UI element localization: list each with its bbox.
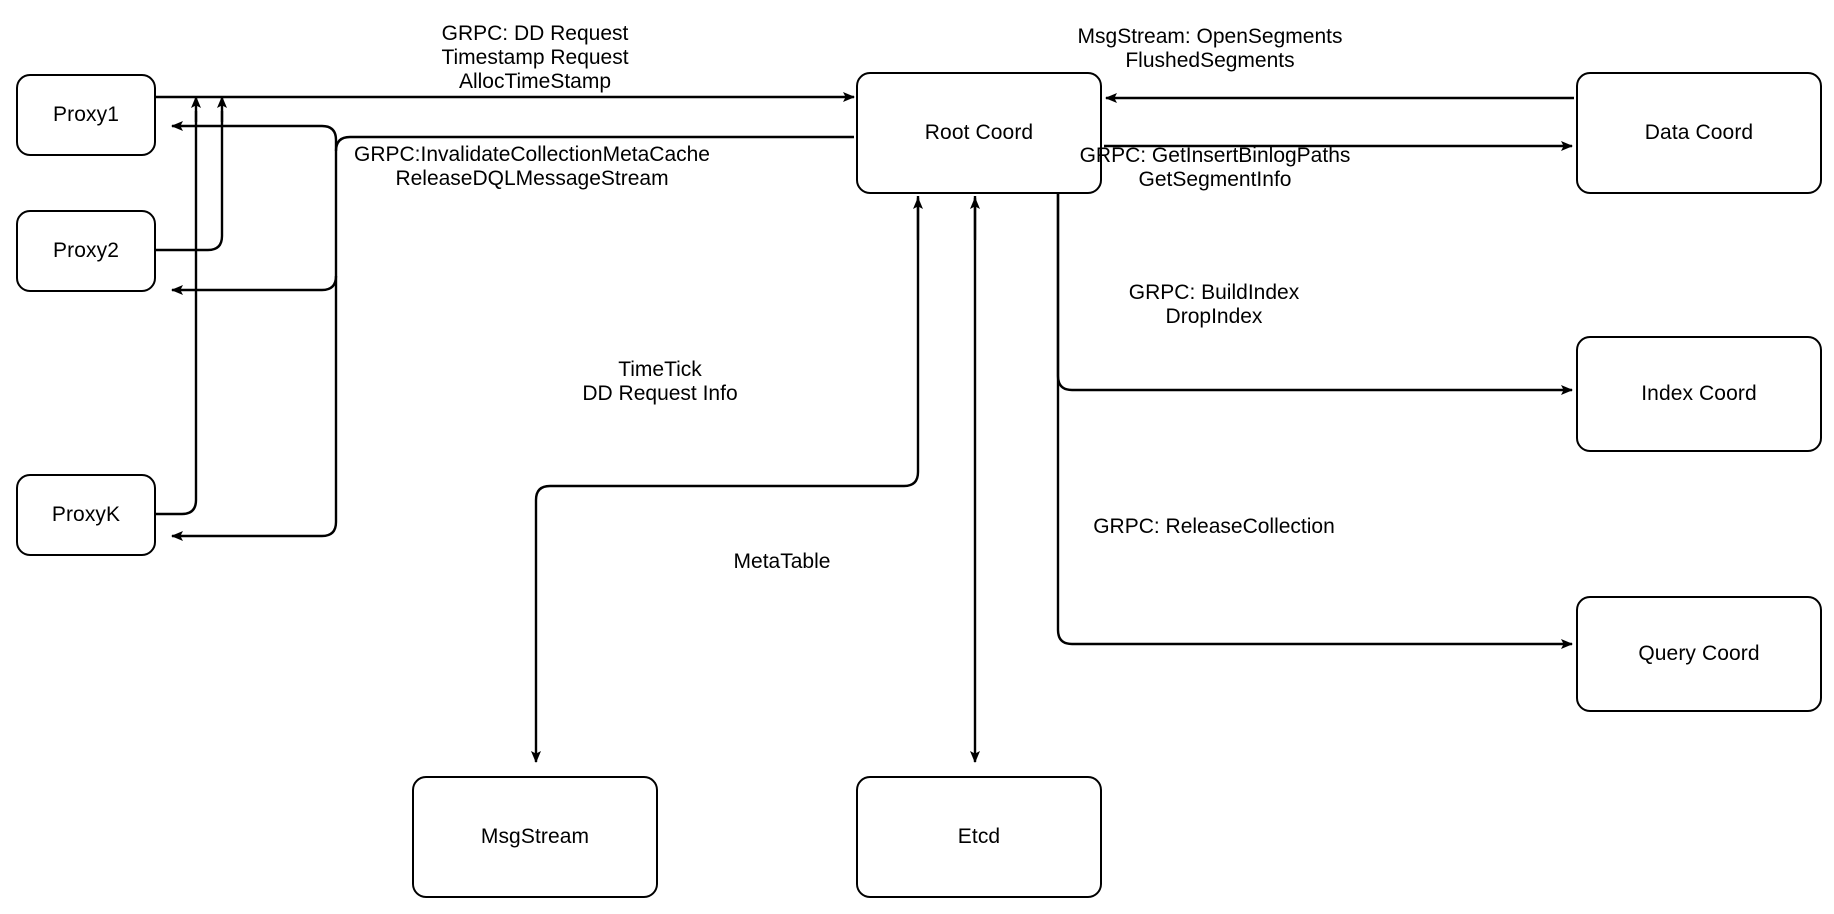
node-rootcoord[interactable]: Root Coord [856, 72, 1102, 194]
connector-rootcoord-to-proxy2 [171, 275, 338, 295]
node-indexcoord-label: Index Coord [1641, 382, 1757, 406]
node-proxy2[interactable]: Proxy2 [16, 210, 156, 292]
connector-rootcoord-to-msgstream [531, 196, 920, 763]
node-datacoord-label: Data Coord [1644, 121, 1754, 145]
node-indexcoord[interactable]: Index Coord [1576, 336, 1822, 452]
connector-proxyk-to-rootcoord [156, 111, 198, 516]
edge-label-proxy-to-rootcoord: GRPC: DD Request Timestamp Request Alloc… [441, 22, 629, 94]
edge-label-rootcoord-to-msgstream: TimeTick DD Request Info [582, 358, 738, 406]
edge-label-rootcoord-to-datacoord: GRPC: GetInsertBinlogPaths GetSegmentInf… [1079, 144, 1351, 192]
connector-proxy2-to-rootcoord [156, 111, 224, 252]
node-querycoord[interactable]: Query Coord [1576, 596, 1822, 712]
connector-rootcoord-to-proxy1 [171, 121, 338, 151]
node-datacoord[interactable]: Data Coord [1576, 72, 1822, 194]
node-etcd[interactable]: Etcd [856, 776, 1102, 898]
connector-rootcoord-to-querycoord [1056, 194, 1573, 649]
edge-label-datacoord-to-rootcoord: MsgStream: OpenSegments FlushedSegments [1077, 25, 1343, 73]
edge-label-rootcoord-to-indexcoord: GRPC: BuildIndex DropIndex [1128, 281, 1300, 329]
node-proxyk-label: ProxyK [51, 503, 121, 527]
connector-rootcoord-to-proxyk [171, 135, 854, 541]
edge-label-rootcoord-to-querycoord: GRPC: ReleaseCollection [1093, 515, 1335, 538]
edge-label-rootcoord-to-etcd: MetaTable [733, 550, 831, 573]
node-querycoord-label: Query Coord [1638, 642, 1760, 666]
node-proxyk[interactable]: ProxyK [16, 474, 156, 556]
node-etcd-label: Etcd [957, 825, 1001, 849]
node-msgstream[interactable]: MsgStream [412, 776, 658, 898]
node-proxy2-label: Proxy2 [53, 239, 119, 263]
edge-label-rootcoord-to-proxy: GRPC:InvalidateCollectionMetaCache Relea… [353, 143, 710, 191]
node-msgstream-label: MsgStream [480, 825, 590, 849]
node-proxy1[interactable]: Proxy1 [16, 74, 156, 156]
node-rootcoord-label: Root Coord [924, 121, 1034, 145]
node-proxy1-label: Proxy1 [53, 103, 119, 127]
